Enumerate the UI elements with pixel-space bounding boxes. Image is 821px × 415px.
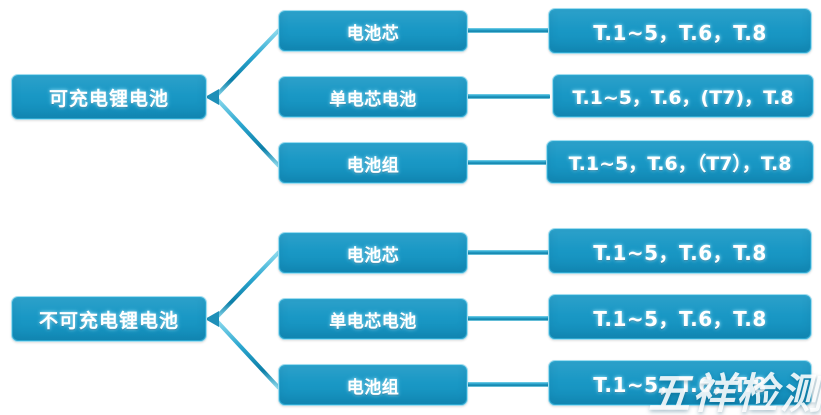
fan-connector-group-1 xyxy=(205,28,281,168)
category-node-g2-battery-pack[interactable]: 电池组 xyxy=(278,364,468,406)
fan-line-top xyxy=(213,28,281,99)
fan-arrowhead xyxy=(205,89,219,105)
connector-g2-row2 xyxy=(466,316,550,321)
connector-g1-row3 xyxy=(466,160,550,165)
connector-g2-row1 xyxy=(466,250,550,255)
category-node-g2-cell[interactable]: 电池芯 xyxy=(278,232,468,274)
tests-node-g1-cell[interactable]: T.1~5，T.6，T.8 xyxy=(548,8,812,54)
category-node-g1-single-cell-battery[interactable]: 单电芯电池 xyxy=(278,76,468,118)
category-node-g1-cell[interactable]: 电池芯 xyxy=(278,10,468,52)
connector-g1-row2 xyxy=(466,94,550,99)
fan-arrowhead xyxy=(205,311,219,327)
connector-g2-row3 xyxy=(466,382,550,387)
tests-node-g1-battery-pack[interactable]: T.1~5，T.6，（T7），T.8 xyxy=(546,140,814,184)
root-node-rechargeable[interactable]: 可充电锂电池 xyxy=(11,74,207,120)
tests-node-g2-single-cell-battery[interactable]: T.1~5，T.6，T.8 xyxy=(548,294,812,340)
tests-node-g2-cell[interactable]: T.1~5，T.6，T.8 xyxy=(548,228,812,274)
category-node-g1-battery-pack[interactable]: 电池组 xyxy=(278,142,468,184)
root-node-non-rechargeable[interactable]: 不可充电锂电池 xyxy=(11,296,207,342)
fan-connector-group-2 xyxy=(205,250,281,390)
connector-g1-row1 xyxy=(466,28,550,33)
watermark-text: 五祥检测 xyxy=(648,369,821,415)
category-node-g2-single-cell-battery[interactable]: 单电芯电池 xyxy=(278,298,468,340)
tests-node-g1-single-cell-battery[interactable]: T.1~5，T.6，(T7)，T.8 xyxy=(552,74,814,118)
fan-line-top xyxy=(213,250,281,321)
fan-line-bottom xyxy=(213,317,281,390)
tests-node-g2-battery-pack[interactable]: T.1~5，T.6，T.8 xyxy=(548,360,812,406)
fan-line-bottom xyxy=(213,95,281,168)
